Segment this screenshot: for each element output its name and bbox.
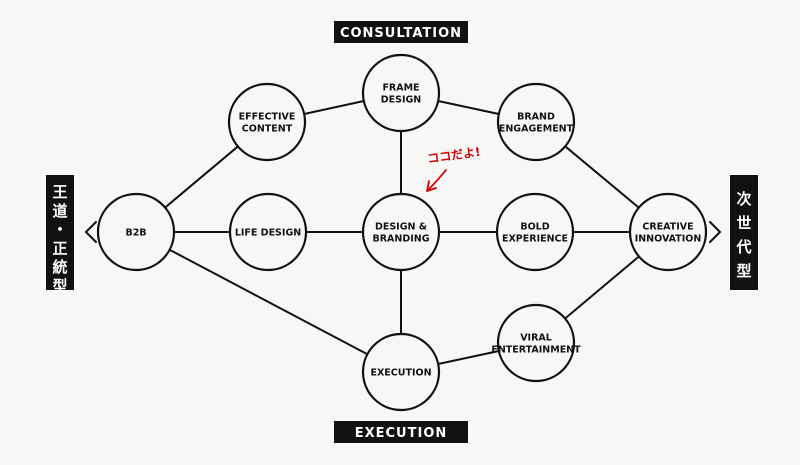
node-circle <box>96 192 176 272</box>
node-label: EFFECTIVE <box>239 112 296 123</box>
node-label: BOLD <box>520 222 549 233</box>
node-execution: EXECUTION <box>361 332 441 412</box>
node-label: DESIGN & <box>375 222 427 233</box>
node-label: VIRAL <box>520 333 552 344</box>
node-label: BRANDING <box>372 234 429 245</box>
node-life-design: LIFE DESIGN <box>228 192 308 272</box>
traditional-side-bg <box>46 175 74 290</box>
execution-banner-bg <box>334 421 468 443</box>
node-label: CONTENT <box>242 124 293 135</box>
consultation-banner: CONSULTATION <box>334 21 468 43</box>
edge-frame-design-to-effective-content <box>303 100 365 115</box>
annotation: ココだよ! <box>426 145 481 192</box>
node-label: DESIGN <box>381 95 422 106</box>
edge-effective-content-to-b2b <box>164 145 239 209</box>
annotation-arrow-icon <box>426 169 447 192</box>
node-circle <box>227 82 307 162</box>
node-label: BRAND <box>517 112 555 123</box>
node-label: LIFE DESIGN <box>235 228 301 239</box>
node-circle <box>361 332 441 412</box>
node-circle <box>496 82 576 162</box>
node-label: EXECUTION <box>370 368 431 379</box>
node-circle <box>628 192 708 272</box>
edge-frame-design-to-brand-engagement <box>437 99 500 116</box>
node-circle <box>496 303 576 383</box>
consultation-banner-text: CONSULTATION <box>340 26 462 41</box>
node-circle <box>361 192 441 272</box>
node-circle <box>495 192 575 272</box>
node-b2b: B2B <box>96 192 176 272</box>
edge-brand-engagement-to-creative-innovation <box>564 145 640 209</box>
node-label: ENTERTAINMENT <box>491 345 581 356</box>
right-chevron-icon <box>709 221 721 243</box>
next-generation-side-text: 次世代型 <box>735 190 751 280</box>
next-generation-side-bg <box>730 175 758 290</box>
node-label: FRAME <box>382 83 419 94</box>
annotation-text: ココだよ! <box>426 145 481 166</box>
next-generation-side-label: 次世代型 <box>709 175 758 290</box>
node-label: EXPERIENCE <box>502 234 568 245</box>
edges-layer <box>164 99 640 366</box>
node-design-branding: DESIGN &BRANDING <box>361 192 441 272</box>
consultation-banner-bg <box>334 21 468 43</box>
execution-banner: EXECUTION <box>334 421 468 443</box>
execution-banner-text: EXECUTION <box>355 426 448 441</box>
node-label: ENGAGEMENT <box>499 124 574 135</box>
node-circle <box>228 192 308 272</box>
node-label: B2B <box>125 228 146 239</box>
traditional-side-label: 王道・正統型 <box>46 175 97 295</box>
edge-b2b-to-execution <box>168 248 369 356</box>
edge-viral-entertainment-to-creative-innovation <box>564 255 640 320</box>
traditional-side-text: 王道・正統型 <box>52 183 67 295</box>
node-label: CREATIVE <box>642 222 693 233</box>
edge-execution-to-viral-entertainment <box>437 349 500 366</box>
node-label: INNOVATION <box>635 234 702 245</box>
node-circle <box>361 53 441 133</box>
left-chevron-icon <box>85 221 97 243</box>
